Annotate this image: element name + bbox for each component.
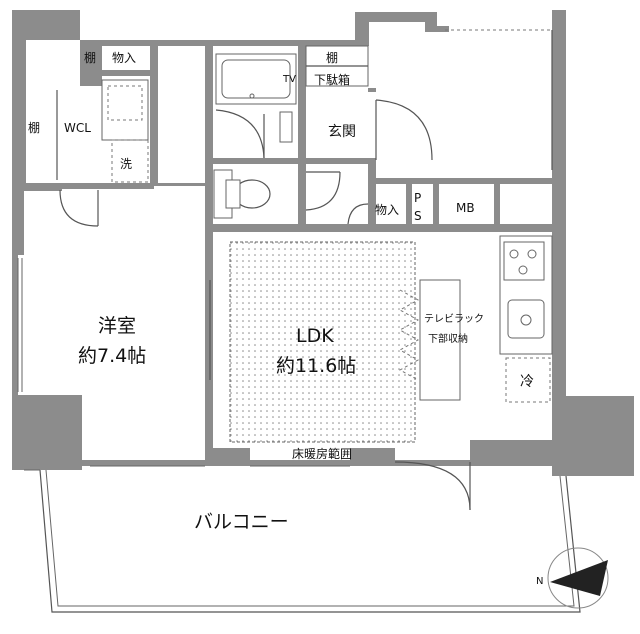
tv-label: TV: [282, 74, 296, 85]
compass-north-label: N: [536, 576, 543, 587]
floor-heating-label: 床暖房範囲: [292, 446, 352, 461]
walls: [12, 10, 634, 476]
north-arrow-icon: [550, 560, 608, 596]
western-room-name: 洋室: [98, 315, 136, 337]
tv-rack-label-1: テレビラック: [424, 313, 484, 325]
ps-label-s: S: [414, 209, 422, 223]
fixtures: [17, 29, 581, 613]
shoe-cabinet-label: 下駄箱: [314, 72, 350, 87]
ldk-size: 約11.6帖: [276, 355, 356, 377]
storage-label-mid: 物入: [375, 203, 399, 217]
compass: N: [536, 547, 609, 609]
ps-label-p: P: [414, 191, 421, 205]
fridge-label: 冷: [520, 374, 534, 390]
storage-label-top: 物入: [112, 51, 136, 65]
shelf-label-wcl: 棚: [28, 120, 40, 135]
washer-label: 洗: [120, 157, 132, 171]
tv-rack-label-2: 下部収納: [428, 332, 468, 345]
entrance-label: 玄関: [328, 123, 356, 140]
shelf-label-top: 棚: [84, 50, 96, 65]
labels: 棚 物入 棚 WCL 洗 TV 棚 下駄箱 玄関 物入 P S MB 洋室 約7…: [28, 50, 534, 533]
mb-label: MB: [456, 201, 475, 215]
western-room-size: 約7.4帖: [78, 345, 146, 367]
shelf-label-entrance: 棚: [326, 50, 338, 65]
wcl-label: WCL: [64, 121, 91, 135]
ldk-name: LDK: [296, 325, 334, 347]
balcony-label: バルコニー: [194, 511, 289, 533]
